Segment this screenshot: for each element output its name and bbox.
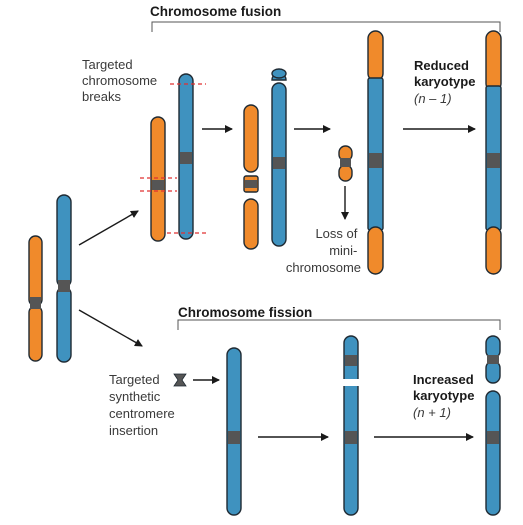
fusion-title: Chromosome fusion xyxy=(150,4,281,19)
fission-title-group: Chromosome fission xyxy=(177,305,501,330)
fusion-step3-fused xyxy=(367,30,384,275)
synthetic-centromere-icon xyxy=(173,373,187,387)
fission-result-formula: (n + 1) xyxy=(413,405,451,420)
breaks-label: Targeted chromosome breaks xyxy=(82,57,161,104)
fusion-step2-orange-bottom xyxy=(243,198,259,250)
fission-result-label: Increased karyotype xyxy=(413,372,477,403)
fusion-result-formula: (n – 1) xyxy=(414,91,452,106)
fission-step2-blue xyxy=(343,335,359,516)
fusion-step1-orange xyxy=(150,116,166,242)
fusion-result-chromosome xyxy=(485,30,502,275)
mini-chromosome xyxy=(338,145,353,182)
arrow-to-fission xyxy=(78,309,143,347)
fission-result-large-chromosome xyxy=(485,390,501,516)
fission-result-mini-chromosome xyxy=(485,335,501,384)
fusion-brace xyxy=(151,21,501,32)
fusion-step2-blue-main xyxy=(271,82,287,247)
fission-title: Chromosome fission xyxy=(178,305,312,320)
fusion-step1-blue xyxy=(178,73,194,240)
insertion-label: Targeted synthetic centromere insertion xyxy=(109,372,178,438)
fusion-step2-centromere-fragment xyxy=(243,175,259,193)
starting-chromosome-blue xyxy=(56,194,72,363)
arrow-to-fusion xyxy=(78,210,139,246)
fusion-step2-orange-top xyxy=(243,104,259,173)
fusion-result-label: Reduced karyotype xyxy=(414,58,475,89)
loss-label: Loss of mini- chromosome xyxy=(286,226,361,275)
fusion-title-group: Chromosome fusion xyxy=(150,4,501,32)
fusion-step2-blue-tip xyxy=(271,68,287,81)
starting-chromosome-orange xyxy=(28,235,43,362)
fission-step1-blue xyxy=(226,347,242,516)
fission-brace xyxy=(177,319,501,330)
